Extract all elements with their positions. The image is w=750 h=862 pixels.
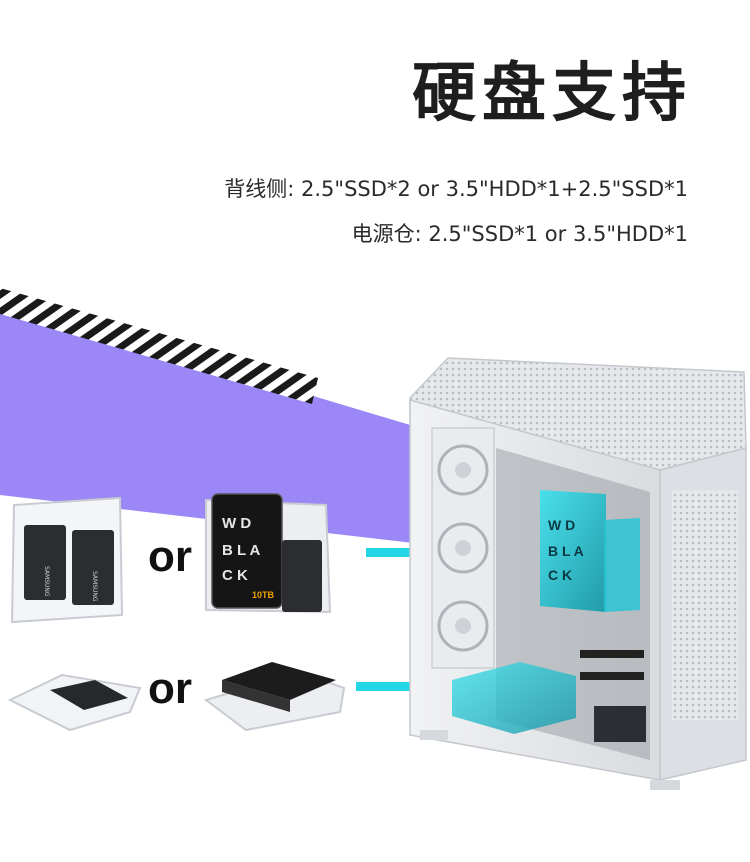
ssd-tray-single (7, 673, 142, 732)
svg-text:C K: C K (222, 567, 248, 584)
or-label-upper: or (148, 532, 192, 581)
svg-text:SAMSUNG: SAMSUNG (91, 571, 98, 602)
svg-text:W D: W D (222, 515, 251, 532)
svg-text:B L A: B L A (222, 542, 261, 559)
spec-back-side: 背线侧: 2.5"SSD*2 or 3.5"HDD*1+2.5"SSD*1 (224, 177, 688, 201)
pc-case: W D B L A C K (409, 357, 747, 790)
ssd-bracket-double: SAMSUNG SAMSUNG (10, 496, 124, 624)
svg-text:B L A: B L A (548, 543, 584, 559)
stripe-strip (0, 288, 318, 404)
hdd-tray-single (203, 662, 346, 732)
svg-text:C K: C K (548, 567, 572, 583)
svg-text:10TB: 10TB (252, 590, 275, 600)
spec-psu-chamber: 电源仓: 2.5"SSD*1 or 3.5"HDD*1 (351, 222, 688, 246)
page-title: 硬盘支持 (412, 57, 692, 131)
svg-text:SAMSUNG: SAMSUNG (43, 566, 50, 597)
or-label-lower: or (148, 664, 192, 713)
hdd-ssd-bracket: W D B L A C K 10TB (205, 493, 332, 614)
svg-text:W D: W D (548, 517, 575, 533)
